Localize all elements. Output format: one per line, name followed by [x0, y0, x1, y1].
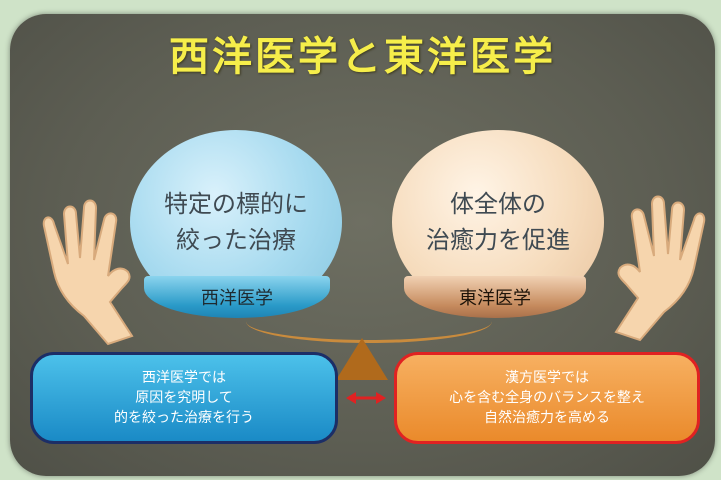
eastern-medicine-dish: 東洋医学 [404, 276, 586, 318]
western-medicine-description: 西洋医学では 原因を究明して 的を絞った治療を行う [30, 352, 338, 444]
slide: 西洋医学と東洋医学 特定の標的に 絞った治療 体全体の 治癒力を促進 西洋医学 … [10, 14, 715, 476]
sphere-line: 体全体の [450, 190, 546, 218]
double-arrow-icon [346, 392, 386, 404]
page-title: 西洋医学と東洋医学 [169, 33, 556, 80]
description-line: 西洋医学では [142, 370, 226, 386]
description-line: 漢方医学では [505, 370, 589, 386]
description-line: 原因を究明して [135, 390, 233, 406]
description-line: 的を絞った治療を行う [114, 410, 254, 426]
left-hand-icon [42, 199, 134, 346]
right-hand-icon [614, 195, 706, 342]
sphere-line: 特定の標的に [164, 190, 308, 218]
description-line: 心を含む全身のバランスを整え [449, 390, 645, 406]
balance-fulcrum [336, 338, 388, 380]
eastern-medicine-description: 漢方医学では 心を含む全身のバランスを整え 自然治癒力を高める [394, 352, 700, 444]
sphere-line: 絞った治療 [176, 226, 296, 254]
description-line: 自然治癒力を高める [484, 410, 610, 426]
sphere-line: 治癒力を促進 [426, 226, 570, 254]
